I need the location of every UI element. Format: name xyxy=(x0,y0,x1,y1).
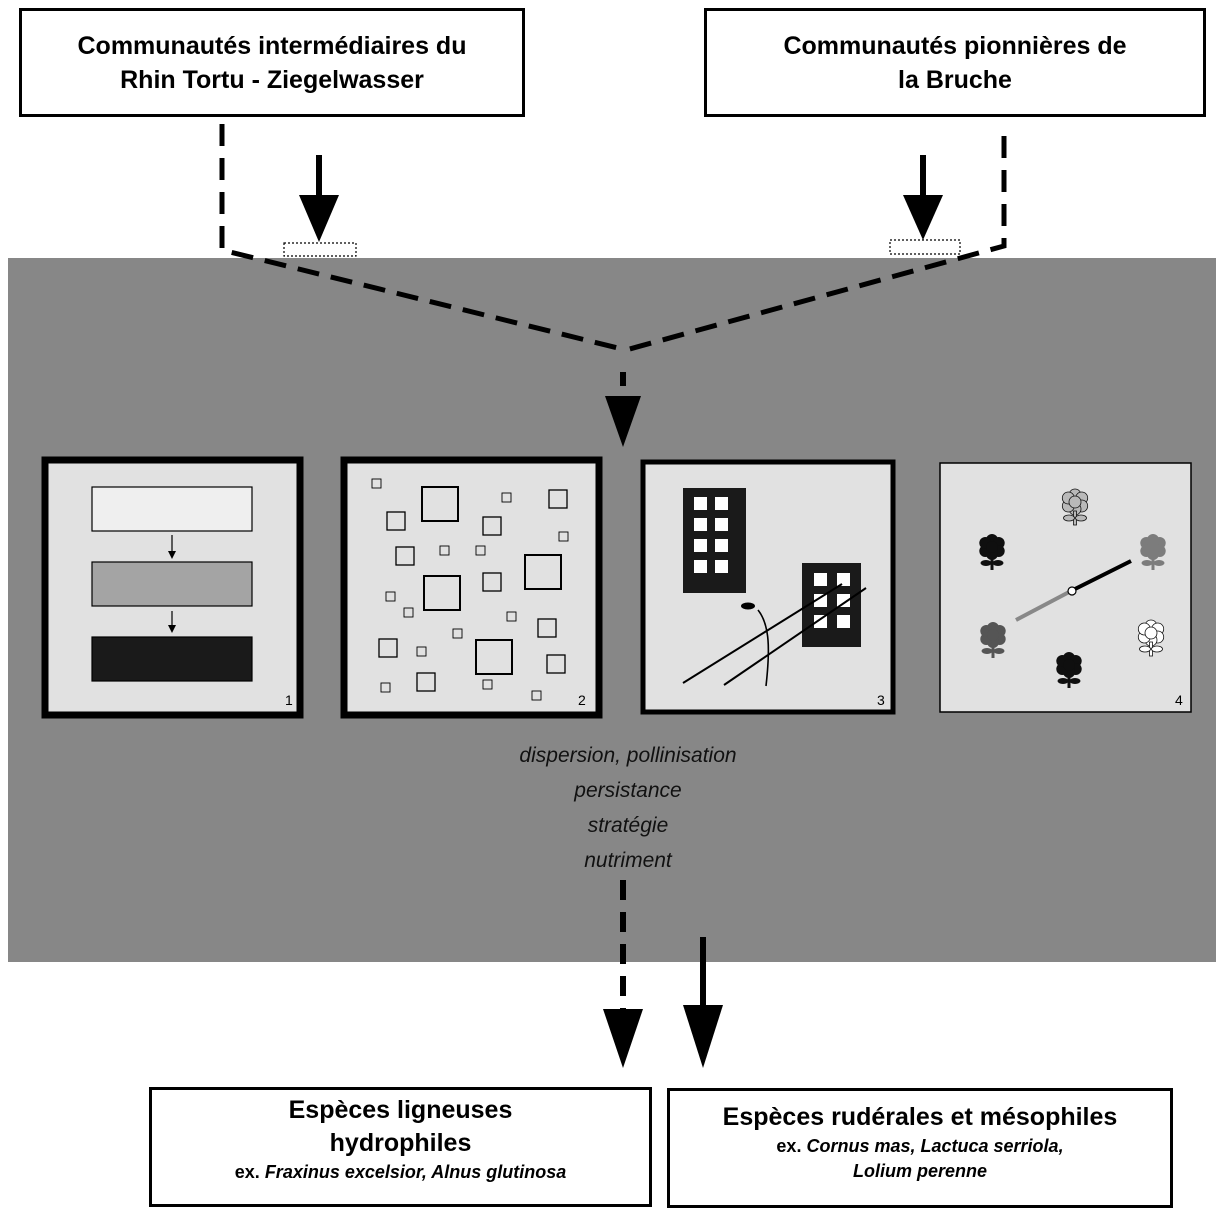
factor-list: dispersion, pollinisation persistance st… xyxy=(428,738,828,878)
ex-prefix-right: ex. xyxy=(776,1136,802,1156)
source-box-rhin-tortu: Communautés intermédiaires du Rhin Tortu… xyxy=(19,8,525,117)
succession-bar-dark xyxy=(91,636,253,682)
result-box-hydrophiles-title1: Espèces ligneuses xyxy=(288,1096,513,1124)
flower-icon-darkgray xyxy=(980,622,1006,658)
flower-icon-black xyxy=(979,534,1005,570)
road-lines xyxy=(682,583,867,686)
result-box-hydrophiles: Espèces ligneuses hydrophiles ex. Fraxin… xyxy=(149,1087,652,1207)
result-box-ruderales-examples: ex. Cornus mas, Lactuca serriola, xyxy=(776,1134,1063,1159)
building-icon-large xyxy=(683,488,746,593)
succession-bar-light xyxy=(91,486,253,532)
result-box-ruderales: Espèces rudérales et mésophiles ex. Corn… xyxy=(667,1088,1173,1208)
dotted-marker-right xyxy=(889,239,961,255)
flower-icon-white xyxy=(1137,619,1165,657)
flower-icon-lightgray xyxy=(1061,488,1089,526)
result-box-hydrophiles-examples: ex. Fraxinus excelsior, Alnus glutinosa xyxy=(235,1160,566,1185)
source-box-bruche-line2: la Bruche xyxy=(898,65,1012,94)
result-box-ruderales-title: Espèces rudérales et mésophiles xyxy=(722,1103,1118,1131)
succession-bar-medium xyxy=(91,561,253,607)
factor-nutriment: nutriment xyxy=(584,849,672,872)
panel-1-number: 1 xyxy=(285,692,293,708)
source-box-bruche-line1: Communautés pionnières de xyxy=(783,31,1127,60)
flower-icon-black-bottom xyxy=(1056,652,1082,688)
panel-3: 3 xyxy=(640,459,896,715)
dashed-connector-right xyxy=(625,136,1007,353)
panel-3-number: 3 xyxy=(877,692,885,708)
species-ruderales-line2: Lolium perenne xyxy=(852,1161,987,1181)
source-box-rhin-tortu-line2: Rhin Tortu - Ziegelwasser xyxy=(120,65,424,94)
factor-strategie: stratégie xyxy=(587,814,669,837)
pollinator-icon xyxy=(1015,559,1132,622)
ex-prefix-left: ex. xyxy=(234,1162,260,1182)
streetlamp-icon xyxy=(741,602,770,687)
dashed-arrow-into-panels xyxy=(605,372,641,447)
dashed-arrow-to-hydrophiles xyxy=(603,880,643,1068)
panel-2: 2 xyxy=(340,456,603,719)
panel-2-number: 2 xyxy=(578,692,586,708)
dashed-connector-left xyxy=(219,124,627,353)
dotted-marker-left xyxy=(283,242,357,257)
species-ruderales-line1: Cornus mas, Lactuca serriola, xyxy=(806,1136,1064,1156)
source-box-bruche: Communautés pionnières de la Bruche xyxy=(704,8,1206,117)
panel-4-number: 4 xyxy=(1175,692,1183,708)
result-box-hydrophiles-title2: hydrophiles xyxy=(329,1129,472,1157)
building-icon-small xyxy=(802,563,861,647)
species-hydrophiles: Fraxinus excelsior, Alnus glutinosa xyxy=(264,1162,567,1182)
result-box-ruderales-examples-2: Lolium perenne xyxy=(853,1159,987,1184)
source-box-rhin-tortu-line1: Communautés intermédiaires du xyxy=(77,31,467,60)
solid-arrow-top-right xyxy=(903,155,943,240)
solid-arrow-top-left xyxy=(299,155,339,242)
factor-persistance: persistance xyxy=(574,779,682,802)
factor-dispersion: dispersion, pollinisation xyxy=(519,744,737,767)
panel-1: 1 xyxy=(41,456,304,719)
panel-4: 4 xyxy=(939,462,1192,713)
flower-icon-gray xyxy=(1140,534,1166,570)
solid-arrow-to-rudérales xyxy=(683,937,723,1068)
habitat-patches xyxy=(371,478,569,701)
